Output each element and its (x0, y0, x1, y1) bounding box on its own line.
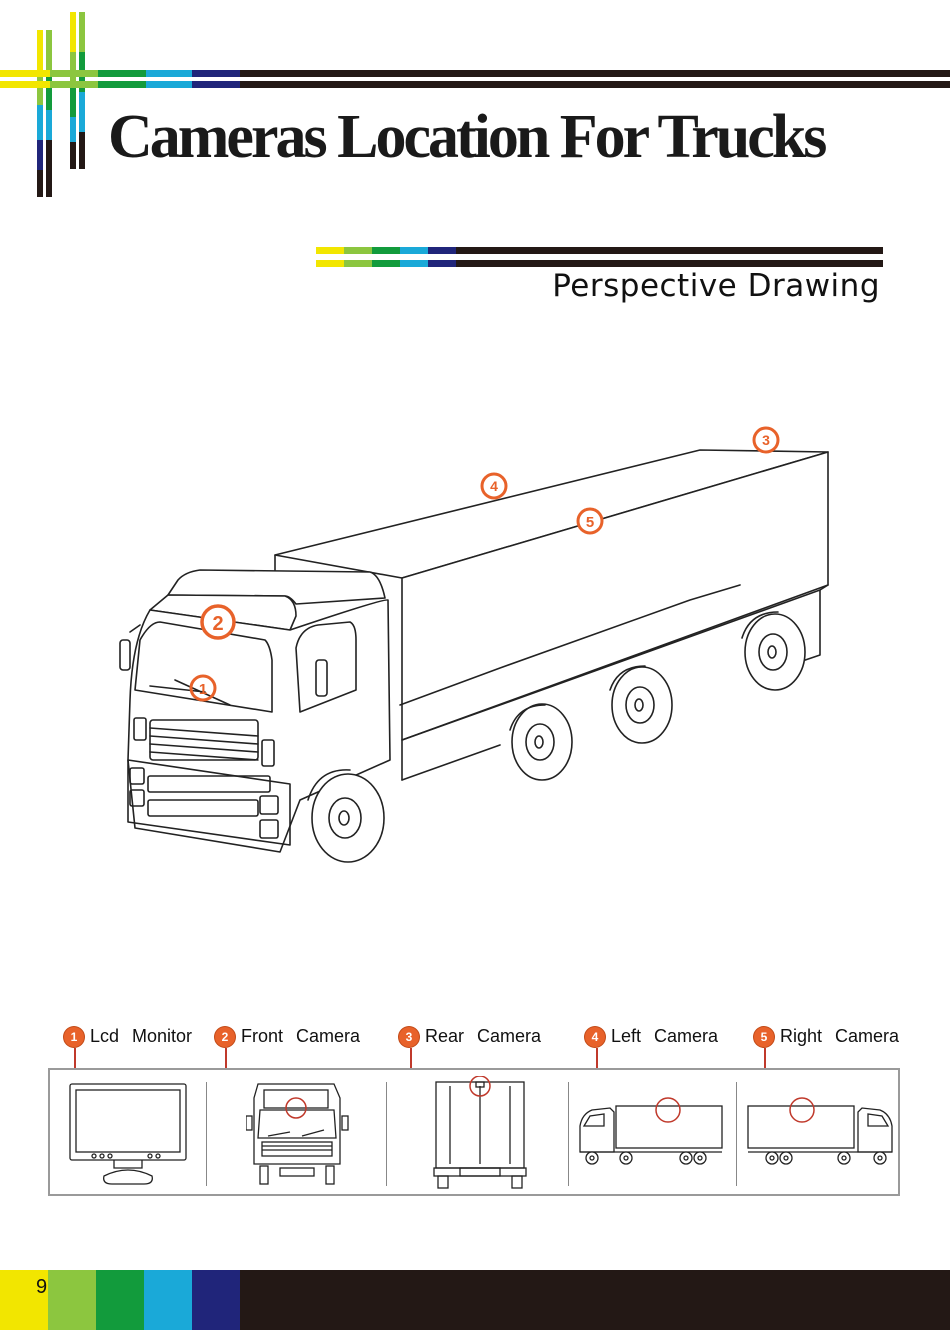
legend-item-right-camera: 5 Right Camera (754, 1026, 899, 1047)
hstripe2-navy (192, 81, 240, 88)
wheels (307, 611, 806, 863)
cargo-box (274, 449, 829, 781)
marker-1: 1 (189, 674, 217, 702)
vbar4-lime (79, 12, 85, 52)
section-subtitle: Perspective Drawing (552, 268, 880, 304)
legend-badge-1: 1 (64, 1026, 84, 1047)
hstripe1-green (98, 70, 146, 77)
leader-line-1 (74, 1048, 76, 1078)
marker-3: 3 (752, 426, 780, 454)
footer-seg-navy (192, 1270, 240, 1330)
sstripe1-navy (428, 247, 456, 254)
sstripe2-lime (344, 260, 372, 267)
footer-seg-black (240, 1270, 950, 1330)
svg-text:1: 1 (199, 681, 207, 698)
footer-seg-green (96, 1270, 144, 1330)
legend-badge-2: 2 (215, 1026, 235, 1047)
marker-2: 2 (200, 604, 236, 640)
sstripe2-black (456, 260, 883, 267)
svg-text:3: 3 (762, 432, 770, 448)
vbar3-cyan (70, 117, 76, 142)
svg-text:5: 5 (586, 514, 594, 531)
footer-seg-yellow (0, 1270, 48, 1330)
vbar-navy (37, 140, 43, 170)
footer-seg-lime (48, 1270, 96, 1330)
sstripe1-lime (344, 247, 372, 254)
sstripe1-black (456, 247, 883, 254)
vbar2-lime (46, 30, 52, 70)
legend-label-rear-camera: Rear Camera (425, 1026, 542, 1046)
leader-line-5 (764, 1048, 766, 1078)
legend-badge-3: 3 (399, 1026, 419, 1047)
footer-seg-cyan (144, 1270, 192, 1330)
hstripe2-lime (50, 81, 98, 88)
sstripe2-green (372, 260, 400, 267)
hstripe2-green (98, 81, 146, 88)
sstripe2-cyan (400, 260, 428, 267)
sstripe1-yellow (316, 247, 344, 254)
leader-line-2 (225, 1048, 227, 1078)
hstripe2-black (240, 81, 950, 88)
legend-item-left-camera: 4 Left Camera (585, 1026, 718, 1047)
right-camera-thumbnail (747, 1097, 893, 1165)
svg-text:4: 4 (490, 478, 498, 494)
vbar3-lime (70, 52, 76, 87)
vbar3-green (70, 87, 76, 117)
legend-label-front-camera: Front Camera (241, 1026, 361, 1046)
rear-camera-thumbnail (433, 1076, 527, 1189)
vbar3-black (70, 142, 76, 169)
panel-divider (386, 1082, 387, 1186)
hstripe1-black (240, 70, 950, 77)
vbar2-green (46, 70, 52, 110)
panel-divider (736, 1082, 737, 1186)
legend-label-lcd-monitor: Lcd Monitor (90, 1026, 193, 1046)
panel-divider (568, 1082, 569, 1186)
legend-item-lcd-monitor: 1 Lcd Monitor (64, 1026, 192, 1047)
page-number: 9 (36, 1276, 48, 1298)
sstripe1-cyan (400, 247, 428, 254)
vbar4-cyan (79, 92, 85, 132)
svg-text:2: 2 (212, 613, 223, 635)
vbar3-yellow (70, 12, 76, 52)
vbar2-cyan (46, 110, 52, 140)
hstripe2-cyan (146, 81, 192, 88)
leader-line-4 (596, 1048, 598, 1078)
marker-4: 4 (480, 472, 508, 500)
front-camera-thumbnail (246, 1083, 349, 1185)
legend-item-rear-camera: 3 Rear Camera (399, 1026, 541, 1047)
hstripe1-lime (50, 70, 98, 77)
legend-badge-5: 5 (754, 1026, 774, 1047)
vbar-cyan (37, 105, 43, 140)
hstripe1-navy (192, 70, 240, 77)
sstripe2-yellow (316, 260, 344, 267)
legend-badge-4: 4 (585, 1026, 605, 1047)
page-title: Cameras Location For Trucks (108, 103, 827, 171)
marker-5: 5 (576, 507, 604, 535)
truck-perspective-drawing: 5 4 3 2 1 (119, 426, 829, 863)
panel-divider (206, 1082, 207, 1186)
sstripe2-navy (428, 260, 456, 267)
hstripe1-cyan (146, 70, 192, 77)
legend-item-front-camera: 2 Front Camera (215, 1026, 360, 1047)
sstripe1-green (372, 247, 400, 254)
legend-thumbnail-panel (48, 1068, 900, 1196)
legend-label-left-camera: Left Camera (611, 1026, 719, 1046)
vbar2-black (46, 140, 52, 197)
vbar-black (37, 170, 43, 197)
legend-label-right-camera: Right Camera (780, 1026, 900, 1046)
hstripe1-yellow (0, 70, 50, 77)
leader-line-3 (410, 1048, 412, 1078)
vbar-yellow (37, 30, 43, 70)
vbar4-black (79, 132, 85, 169)
hstripe2-yellow (0, 81, 50, 88)
left-camera-thumbnail (579, 1097, 723, 1165)
lcd-monitor-thumbnail (69, 1083, 187, 1185)
